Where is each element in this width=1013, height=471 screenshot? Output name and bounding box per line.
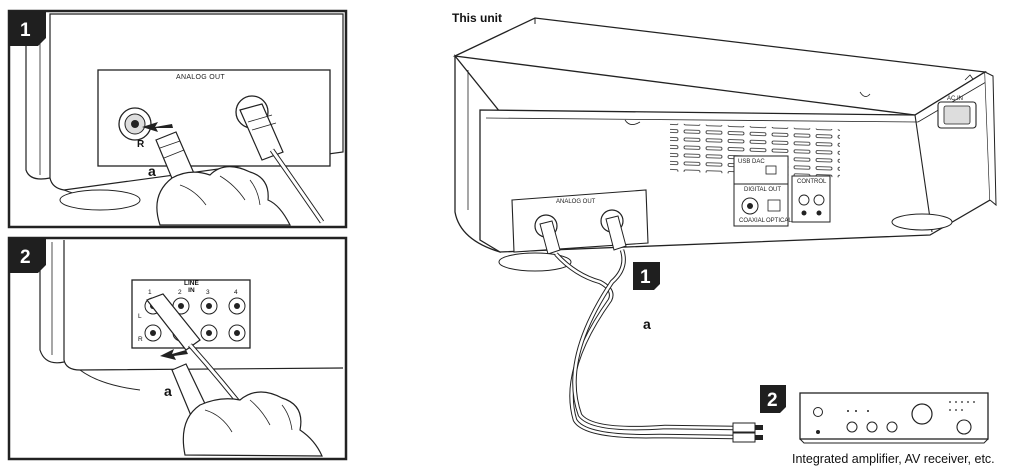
input-number-1: 1 (148, 289, 152, 296)
rca-plugs-amp (732, 422, 763, 443)
input-number-4: 4 (234, 289, 238, 296)
coaxial-label: COAXIAL (739, 218, 766, 224)
control-label: CONTROL (797, 179, 827, 185)
main-unit: AC IN ANALOG OUT USB DAC DIGITAL OUT COA… (452, 17, 997, 272)
inset2-right-label: R (138, 336, 143, 343)
step-badge-1-main: 1 (633, 262, 660, 290)
digital-out-label: DIGITAL OUT (744, 187, 781, 193)
amplifier-caption: Integrated amplifier, AV receiver, etc. (792, 452, 995, 466)
cable-label-inset2: a (164, 383, 172, 399)
step-number: 1 (20, 20, 31, 41)
inset1-panel-label: ANALOG OUT (176, 74, 225, 81)
step-badge-1-inset: 1 (9, 11, 46, 46)
inset-1-frame (7, 9, 348, 229)
analog-out-label: ANALOG OUT (556, 199, 596, 205)
inset2-left-label: L (138, 313, 142, 320)
input-number-3: 3 (206, 289, 210, 296)
step-number: 2 (767, 390, 778, 411)
inset1-r-label: R (137, 139, 145, 150)
step-number: 1 (640, 267, 651, 288)
cable-label-main: a (643, 316, 651, 332)
optical-label: OPTICAL (766, 218, 792, 224)
usb-dac-label: USB DAC (738, 159, 765, 165)
step-number: 2 (20, 247, 31, 268)
inset2-line-in-label: LINE IN (184, 280, 199, 294)
inset-2-frame (7, 236, 348, 461)
step-badge-2-inset: 2 (9, 238, 46, 273)
input-number-2: 2 (178, 289, 182, 296)
cable-label-inset1: a (148, 163, 156, 179)
ac-in-label: AC IN (947, 96, 963, 102)
step-badge-2-main: 2 (760, 385, 786, 413)
rca-cable (554, 249, 736, 440)
amplifier (799, 392, 989, 444)
unit-title: This unit (452, 11, 502, 25)
